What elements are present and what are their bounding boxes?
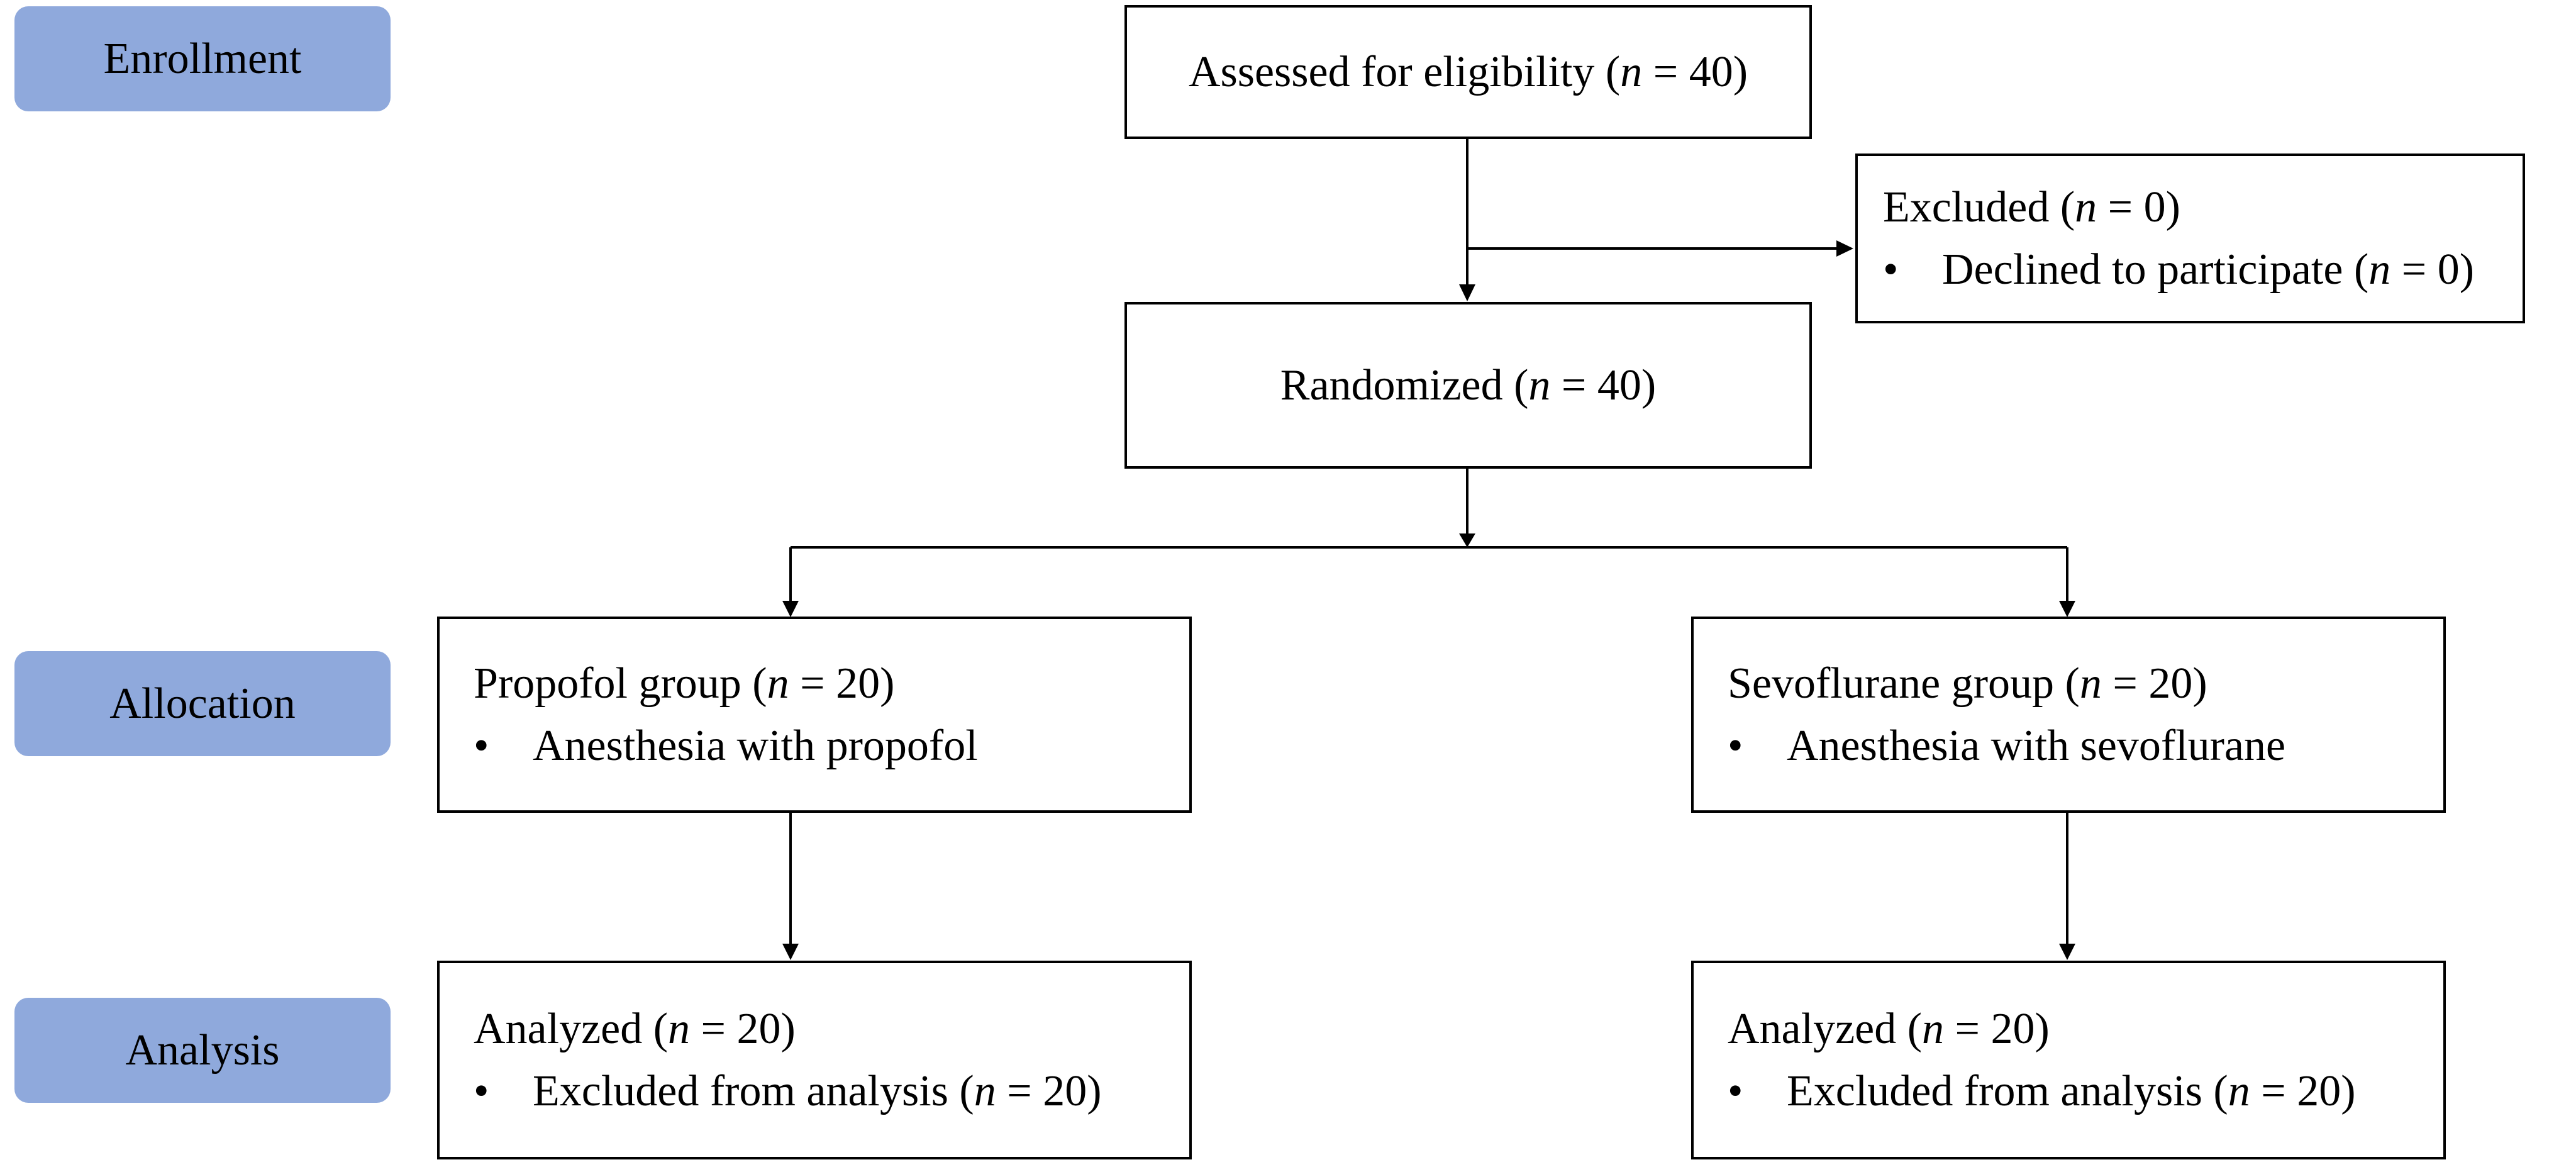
excluded-title: Excluded (n = 0) [1883, 182, 2180, 232]
stage-label-enrollment: Enrollment [14, 6, 391, 111]
analyzed-right-box: Analyzed (n = 20) • Excluded from analys… [1691, 961, 2446, 1159]
randomized-text: Randomized (n = 40) [1280, 360, 1657, 410]
excluded-item: • Declined to participate (n = 0) [1883, 238, 2523, 301]
arrowhead-randomized [1459, 284, 1475, 301]
bullet-dot: • [474, 722, 489, 770]
bullet-dot: • [474, 1067, 489, 1115]
analyzed-left-box: Analyzed (n = 20) • Excluded from analys… [437, 961, 1192, 1159]
stage-label-analysis-text: Analysis [125, 1025, 280, 1075]
arrowhead-propofol [782, 601, 799, 617]
sevoflurane-title: Sevoflurane group (n = 20) [1728, 659, 2207, 708]
excluded-box: Excluded (n = 0) • Declined to participa… [1855, 154, 2525, 323]
arrowhead-split-center [1459, 533, 1475, 547]
arrowhead-excluded [1836, 240, 1853, 257]
analyzed-left-item: • Excluded from analysis (n = 20) [474, 1060, 1189, 1122]
analyzed-right-title: Analyzed (n = 20) [1728, 1004, 2050, 1053]
arrowhead-analyzed-right [2059, 944, 2075, 960]
propofol-title: Propofol group (n = 20) [474, 659, 895, 708]
arrowhead-analyzed-left [782, 944, 799, 960]
stage-label-analysis: Analysis [14, 998, 391, 1103]
propofol-item: • Anesthesia with propofol [474, 715, 1189, 777]
assessed-box: Assessed for eligibility (n = 40) [1124, 5, 1812, 139]
sevoflurane-item: • Anesthesia with sevoflurane [1728, 715, 2443, 777]
stage-label-enrollment-text: Enrollment [103, 34, 302, 83]
bullet-dot: • [1728, 722, 1743, 770]
bullet-dot: • [1728, 1067, 1743, 1115]
propofol-group-box: Propofol group (n = 20) • Anesthesia wit… [437, 617, 1192, 813]
bullet-dot: • [1883, 245, 1899, 294]
randomized-box: Randomized (n = 40) [1124, 302, 1812, 469]
assessed-text: Assessed for eligibility (n = 40) [1188, 47, 1748, 96]
arrowhead-sevoflurane [2059, 601, 2075, 617]
analyzed-left-title: Analyzed (n = 20) [474, 1004, 796, 1053]
sevoflurane-group-box: Sevoflurane group (n = 20) • Anesthesia … [1691, 617, 2446, 813]
analyzed-right-item: • Excluded from analysis (n = 20) [1728, 1060, 2443, 1122]
stage-label-allocation: Allocation [14, 651, 391, 756]
stage-label-allocation-text: Allocation [109, 679, 296, 728]
